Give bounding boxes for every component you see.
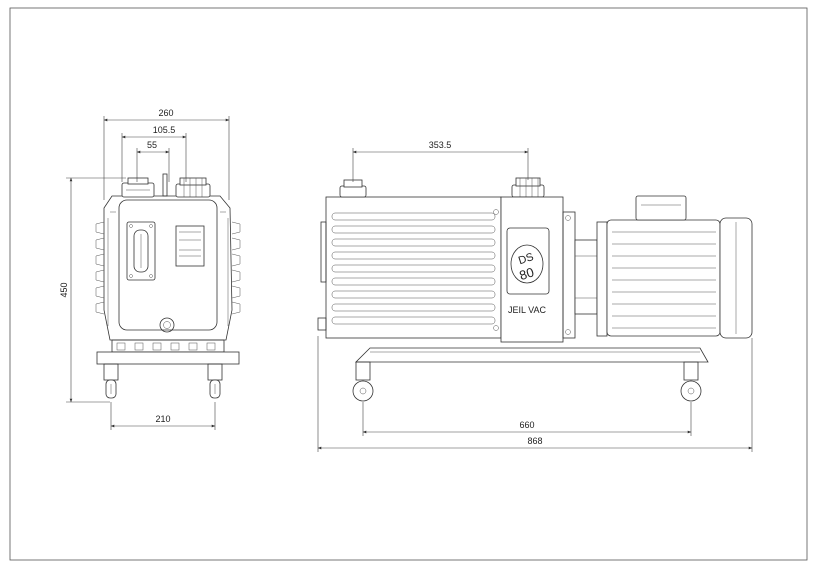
front-view [95,173,241,399]
side-caster-left [352,361,374,402]
dim-front-port-spacing: 55 [147,140,157,150]
side-caster-right [680,361,702,402]
dim-side-wheelbase: 660 [519,420,534,430]
side-dimensions: 353.5 660 868 [317,140,753,452]
front-caster-left [103,363,119,399]
dim-front-wheelbase: 210 [155,414,170,424]
front-dimensions: 260 105.5 55 450 210 [59,108,230,430]
dim-front-height: 450 [59,282,69,297]
brand-name: JEIL VAC [508,305,547,315]
drawing-frame [9,7,808,561]
side-view: DS 80 JEIL VAC [317,177,753,402]
front-caster-right [207,363,223,399]
model-badge-80: 80 [517,264,535,283]
dim-side-overall-length: 868 [527,436,542,446]
model-badge-ds: DS [517,251,535,267]
dim-side-port-spacing: 353.5 [429,140,452,150]
dim-front-inlet-offset: 105.5 [153,125,176,135]
dim-front-width: 260 [158,108,173,118]
